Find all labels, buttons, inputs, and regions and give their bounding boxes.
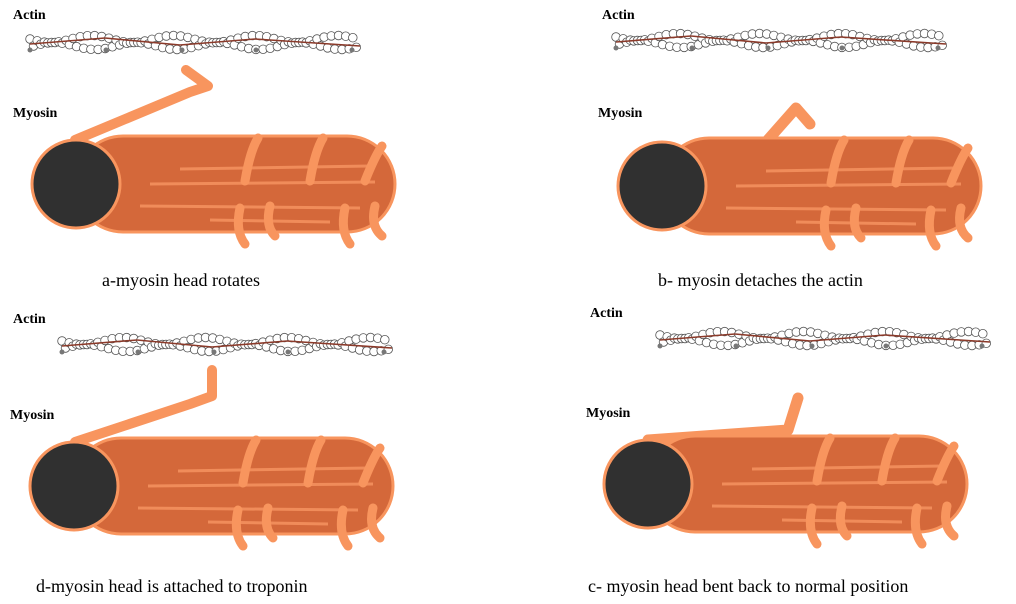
myosin-head xyxy=(75,370,212,442)
actin-filament xyxy=(656,327,991,350)
panel-a: Actin Myosin a-myosin head rotates xyxy=(0,0,508,302)
myosin-filament xyxy=(618,138,981,246)
troponin-dot xyxy=(104,48,109,53)
myosin-strand xyxy=(712,506,932,508)
troponin-dot xyxy=(350,48,355,53)
troponin-dot xyxy=(734,344,739,349)
panel-c-drawing xyxy=(508,302,1016,604)
actin-label: Actin xyxy=(602,8,635,24)
actin-label: Actin xyxy=(13,8,46,24)
actin-bead xyxy=(979,329,988,338)
panel-a-drawing xyxy=(0,0,508,302)
troponin-dot xyxy=(884,344,889,349)
caption: c- myosin head bent back to normal posit… xyxy=(588,576,908,597)
caption: d-myosin head is attached to troponin xyxy=(36,576,307,597)
troponin-dot xyxy=(28,48,33,53)
myosin-label: Myosin xyxy=(13,106,57,122)
myosin-label: Myosin xyxy=(598,106,642,122)
myosin-strand xyxy=(150,182,375,184)
myosin-cross-section xyxy=(604,440,692,528)
troponin-dot xyxy=(766,46,771,51)
myosin-filament xyxy=(30,438,393,546)
troponin-dot xyxy=(180,48,185,53)
actin-filament xyxy=(58,333,393,356)
troponin-dot xyxy=(840,46,845,51)
panel-c: Actin Myosin c- myosin head bent back to… xyxy=(508,302,1016,604)
troponin-dot xyxy=(810,344,815,349)
troponin-dot xyxy=(980,344,985,349)
myosin-cross-section xyxy=(618,142,706,230)
troponin-dot xyxy=(60,350,65,355)
actin-label: Actin xyxy=(13,312,46,328)
myosin-head xyxy=(648,398,798,440)
troponin-dot xyxy=(212,350,217,355)
panel-b-drawing xyxy=(508,0,1016,302)
myosin-strand xyxy=(148,484,373,486)
caption: b- myosin detaches the actin xyxy=(658,270,863,291)
myosin-filament xyxy=(604,436,967,544)
myosin-filament xyxy=(32,136,395,244)
actin-bead xyxy=(381,335,390,344)
actin-label: Actin xyxy=(590,306,623,322)
myosin-strand xyxy=(140,206,360,208)
myosin-strand xyxy=(722,482,947,484)
myosin-label: Myosin xyxy=(10,408,54,424)
troponin-dot xyxy=(286,350,291,355)
myosin-cross-section xyxy=(30,442,118,530)
actin-bead xyxy=(349,33,358,42)
panel-d-drawing xyxy=(0,302,508,604)
caption: a-myosin head rotates xyxy=(102,270,260,291)
myosin-strand xyxy=(736,184,961,186)
myosin-strand xyxy=(138,508,358,510)
myosin-strand xyxy=(726,208,946,210)
actin-filament xyxy=(26,31,361,54)
troponin-dot xyxy=(254,48,259,53)
troponin-dot xyxy=(382,350,387,355)
panel-b: Actin Myosin b- myosin detaches the acti… xyxy=(508,0,1016,302)
troponin-dot xyxy=(136,350,141,355)
myosin-head xyxy=(75,70,208,140)
actin-filament xyxy=(612,29,947,52)
actin-bead xyxy=(935,31,944,40)
troponin-dot xyxy=(936,46,941,51)
myosin-cross-section xyxy=(32,140,120,228)
panel-d: Actin Myosin d-myosin head is attached t… xyxy=(0,302,508,604)
troponin-dot xyxy=(690,46,695,51)
troponin-dot xyxy=(614,46,619,51)
troponin-dot xyxy=(658,344,663,349)
myosin-label: Myosin xyxy=(586,406,630,422)
